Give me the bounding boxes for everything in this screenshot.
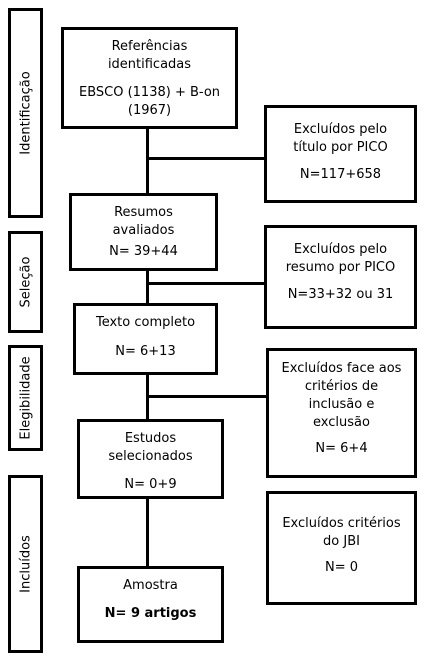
excluidos-titulo-line3: N=117+658 [299, 167, 382, 182]
texto-line1: Texto completo [95, 315, 196, 330]
stage-selecao-label: Seleção [18, 256, 33, 308]
box-excluidos-jbi: Excluídos critérios do JBI N= 0 [266, 491, 417, 605]
stage-identificacao: Identificação [8, 8, 43, 218]
stage-incluidos: Incluídos [8, 475, 43, 653]
amostra-line2: N= 9 artigos [104, 606, 197, 621]
excluidos-criterios-line1: Excluídos face aos [281, 361, 402, 376]
stage-identificacao-label: Identificação [18, 71, 33, 155]
connector-to-titulo [146, 157, 267, 160]
excluidos-resumo-line1: Excluídos pelo [293, 242, 388, 257]
referencias-line4: (1967) [127, 103, 172, 118]
excluidos-criterios-line4: exclusão [313, 415, 370, 430]
excluidos-jbi-line1: Excluídos critérios [282, 516, 401, 531]
referencias-line1: Referências [111, 39, 188, 54]
excluidos-titulo-line1: Excluídos pelo [293, 122, 388, 137]
amostra-line1: Amostra [123, 578, 178, 593]
excluidos-criterios-line2: critérios de [304, 379, 379, 394]
excluidos-titulo-line2: título por PICO [293, 140, 388, 155]
estudos-line2: selecionados [108, 449, 193, 464]
box-resumos: Resumos avaliados N= 39+44 [69, 193, 218, 271]
box-referencias: Referências identificadas EBSCO (1138) +… [61, 27, 238, 129]
referencias-line3: EBSCO (1138) + B-on [78, 85, 221, 100]
connector-to-resumo [146, 282, 267, 285]
excluidos-resumo-line3: N=33+32 ou 31 [287, 287, 394, 302]
estudos-line1: Estudos [124, 431, 177, 446]
connector-to-criterios [146, 395, 269, 398]
estudos-line3: N= 0+9 [124, 477, 177, 492]
excluidos-jbi-line2: do JBI [323, 534, 360, 549]
stage-selecao: Seleção [8, 231, 43, 333]
box-texto: Texto completo N= 6+13 [73, 303, 218, 375]
excluidos-criterios-line5: N= 6+4 [315, 441, 368, 456]
stage-elegibilidade: Elegibilidade [8, 345, 43, 451]
resumos-line3: N= 39+44 [109, 244, 178, 259]
resumos-line2: avaliados [112, 223, 175, 238]
stage-elegibilidade-label: Elegibilidade [18, 356, 33, 440]
excluidos-jbi-line3: N= 0 [324, 560, 359, 575]
texto-line2: N= 6+13 [115, 344, 176, 359]
box-estudos: Estudos selecionados N= 0+9 [77, 419, 224, 499]
referencias-line2: identificadas [107, 57, 192, 72]
excluidos-criterios-line3: inclusão e [308, 397, 375, 412]
box-excluidos-titulo: Excluídos pelo título por PICO N=117+658 [264, 105, 417, 203]
box-excluidos-resumo: Excluídos pelo resumo por PICO N=33+32 o… [264, 225, 417, 329]
box-amostra: Amostra N= 9 artigos [77, 566, 224, 643]
box-excluidos-criterios: Excluídos face aos critérios de inclusão… [266, 348, 417, 478]
stage-incluidos-label: Incluídos [18, 535, 33, 593]
resumos-line1: Resumos [114, 205, 173, 220]
excluidos-resumo-line2: resumo por PICO [285, 260, 396, 275]
